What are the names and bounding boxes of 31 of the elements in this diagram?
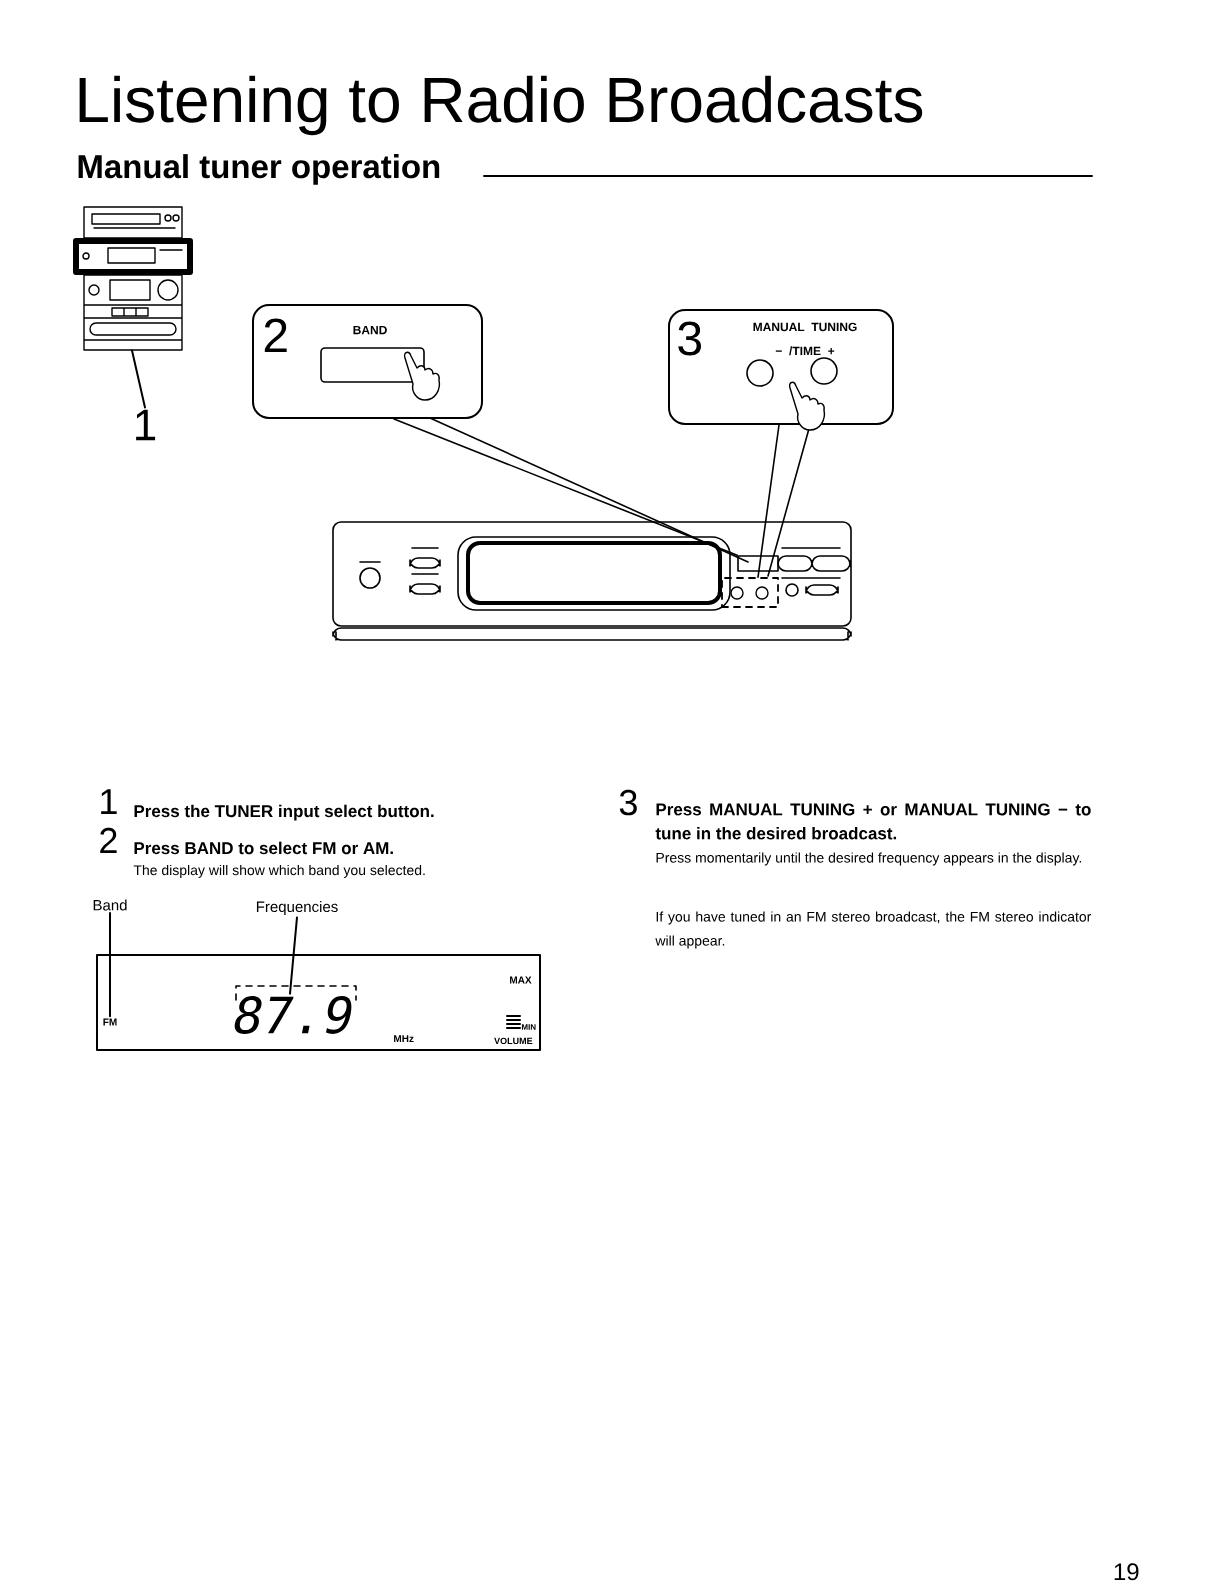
- display-label: FM: [103, 1018, 117, 1026]
- leader-line: [131, 349, 146, 409]
- button-label: MANUAL TUNING − /TIME +: [753, 322, 857, 356]
- leader-line: [289, 916, 298, 995]
- step-text: Press the TUNER input select button.: [134, 804, 434, 821]
- tuning-buttons: [721, 577, 779, 608]
- note-text: If you have tuned in an FM stereo broadcast, the FM stereo indicator will appear.: [655, 911, 1092, 949]
- frequency-digits: 87.9: [234, 996, 352, 1034]
- leader-line: [393, 418, 738, 556]
- callout-number: 1: [136, 409, 156, 441]
- leader-label: Frequencies: [256, 901, 338, 915]
- display-label: MIN: [521, 1024, 536, 1030]
- step-text: Press BAND to select FM or AM.: [134, 841, 393, 855]
- display-label: VOLUME: [494, 1037, 533, 1045]
- step-number: 3: [619, 789, 637, 816]
- stereo-system-drawing: [73, 206, 193, 351]
- display-label: MHz: [394, 1035, 414, 1042]
- step-number: 2: [100, 827, 117, 853]
- step-number: 1: [101, 789, 117, 814]
- step-number: 3: [678, 321, 701, 356]
- leader-line: [109, 911, 111, 1018]
- button-label: BAND: [353, 325, 387, 335]
- title: Listening to Radio Broadcasts: [79, 75, 923, 136]
- leader-line: [757, 424, 780, 578]
- note-text: The display will show which band you selected.: [133, 864, 425, 878]
- page-number: 19: [1114, 1563, 1139, 1581]
- leader-label: Band: [93, 899, 127, 911]
- step-number: 2: [264, 318, 287, 352]
- step-text: Press MANUAL TUNING + or MANUAL TUNING − to tune in the desired broadcast.: [655, 803, 1091, 840]
- note-text: Press momentarily until the desired frequency appears in the display.: [656, 852, 1081, 866]
- display-label: MAX: [510, 976, 532, 984]
